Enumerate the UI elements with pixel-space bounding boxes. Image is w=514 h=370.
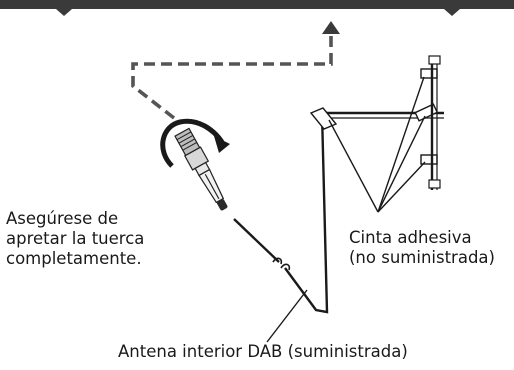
antenna-leader-line <box>266 289 308 343</box>
antenna-label: Antena interior DAB (suministrada) <box>118 342 408 361</box>
connection-path <box>131 34 333 120</box>
device-unit <box>0 0 514 16</box>
arrow-up-icon <box>322 21 340 34</box>
antenna-connector <box>174 127 228 211</box>
connector-boot <box>217 199 228 211</box>
tape-piece <box>420 154 438 165</box>
nut-instruction-label: Asegúrese de apretar la tuerca completam… <box>6 209 144 269</box>
wire-break-mark <box>272 257 283 265</box>
nut-instruction-line-3: completamente. <box>6 249 142 268</box>
tape-label-line-1: Cinta adhesiva <box>349 228 472 247</box>
nut-instruction-line-2: apretar la tuerca <box>6 229 145 248</box>
tape-piece <box>420 68 438 79</box>
antenna-vertical-segment <box>428 55 441 190</box>
tape-leader-lines <box>328 76 426 213</box>
device-foot-left <box>56 9 72 16</box>
rotate-clockwise-icon <box>160 118 230 168</box>
tape-label-line-2: (no suministrada) <box>349 248 495 267</box>
tape-piece <box>309 107 338 130</box>
device-bottom-edge <box>0 0 514 9</box>
nut-instruction-line-1: Asegúrese de <box>6 209 119 228</box>
tape-pieces <box>309 68 439 165</box>
tape-label: Cinta adhesiva (no suministrada) <box>349 228 495 268</box>
device-foot-right <box>444 9 460 16</box>
